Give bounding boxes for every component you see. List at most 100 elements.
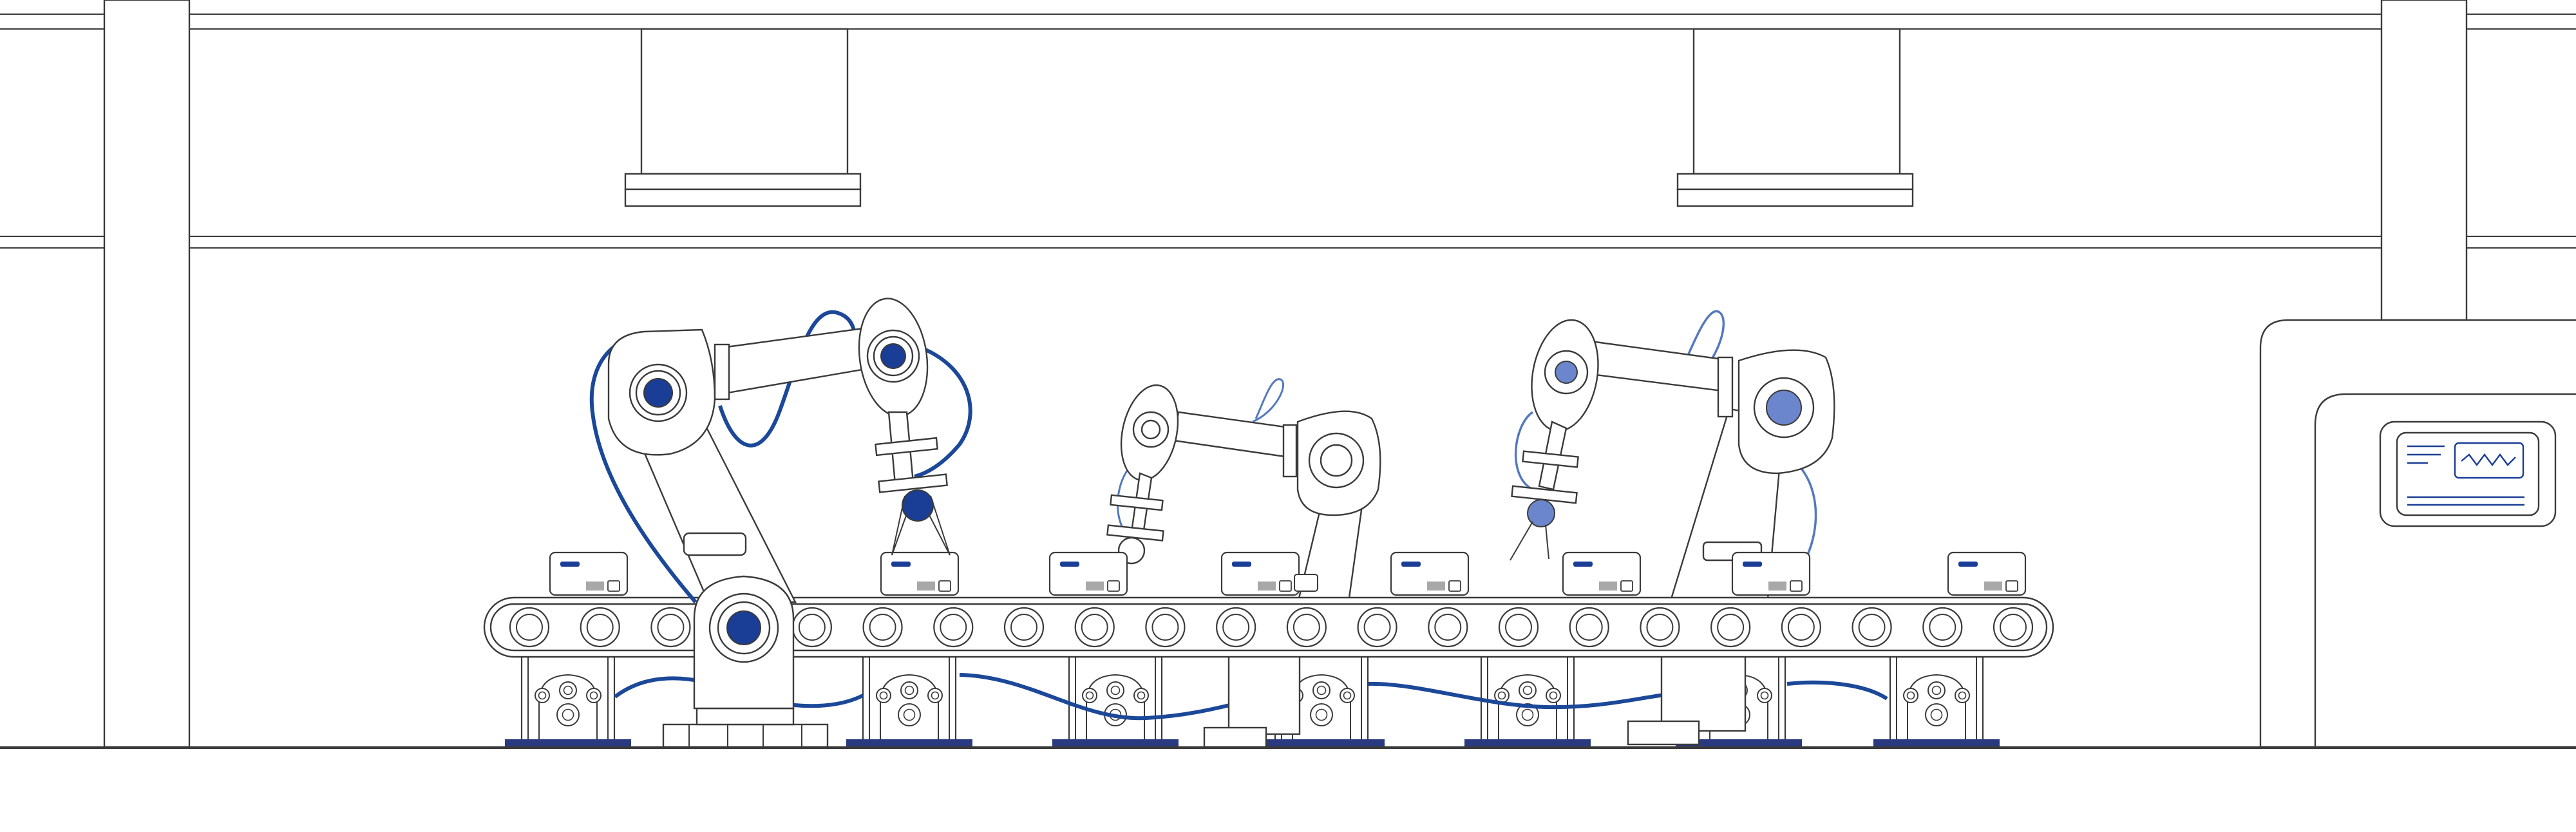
conveyor-roller (650, 607, 691, 648)
parcel-sticker (607, 580, 620, 592)
roller-inner (516, 614, 543, 641)
roller-inner (1646, 614, 1674, 641)
building-structure (0, 0, 2576, 748)
gear-hub (1760, 691, 1769, 700)
parcel-barcode (1984, 581, 2002, 591)
robot-arm-1 (589, 298, 972, 748)
roller-inner (1575, 614, 1603, 641)
support-foot (1464, 739, 1591, 747)
conveyor-roller (933, 607, 974, 648)
roller-inner (869, 614, 896, 641)
conveyor-roller (1640, 607, 1680, 648)
parcel-sticker (938, 580, 951, 592)
roller-inner (1293, 614, 1320, 641)
conveyor-roller (1216, 607, 1256, 648)
roller-inner (1434, 614, 1462, 641)
machine-cabinet (2259, 319, 2576, 748)
parcel-body (1294, 574, 1318, 592)
conveyor-roller (1569, 607, 1609, 648)
gear-hub (1315, 708, 1328, 721)
parcel-box (880, 551, 960, 596)
support-foot (1258, 739, 1385, 747)
parcel-label (1958, 562, 1978, 567)
gear-hub (1906, 691, 1915, 700)
gear-hub (538, 691, 547, 700)
gear-hub (1549, 691, 1558, 700)
parcel-label (1573, 562, 1593, 567)
conveyor-roller (791, 607, 832, 648)
conveyor-support (505, 656, 631, 747)
parcels (549, 551, 2027, 596)
roller-inner (798, 614, 826, 641)
conveyor-roller (1357, 607, 1397, 648)
roller-inner (586, 614, 614, 641)
parcel-barcode (917, 581, 935, 591)
parcel-sticker (1279, 580, 1292, 592)
parcel-barcode (1768, 581, 1786, 591)
conveyor-roller (1498, 607, 1539, 648)
conveyor-belt (483, 596, 2054, 658)
conveyor-roller (1003, 607, 1045, 648)
gear-hub (1110, 685, 1121, 695)
gear-hub (1958, 691, 1967, 700)
conveyor-roller (1286, 607, 1327, 648)
parcel-sticker (1790, 580, 1803, 592)
conveyor-roller (1781, 607, 1821, 648)
parcel-label (1743, 562, 1762, 567)
right-pillar (2380, 0, 2468, 321)
gear-hub (1521, 708, 1534, 721)
parcel-box (1220, 551, 1300, 596)
parcel-box (1947, 551, 2027, 596)
roller-inner (1222, 614, 1250, 641)
parcel-box (1731, 551, 1811, 596)
parcel-sticker (2005, 580, 2018, 592)
parcel-sticker (1620, 580, 1633, 592)
under-conveyor-cables (614, 673, 1888, 721)
roller-inner (1505, 614, 1532, 641)
support-foot (1052, 739, 1179, 747)
roller-inner (1787, 614, 1815, 641)
robot-arm-3 (1510, 310, 1835, 746)
parcel-label (891, 562, 911, 567)
conveyor-rollers (509, 607, 2034, 648)
parcel-box (549, 551, 629, 596)
gear-hub (562, 708, 574, 721)
roller-inner (1363, 614, 1391, 641)
conveyor-roller (1428, 607, 1468, 648)
gear-hub (1930, 708, 1943, 721)
roller-inner (940, 614, 967, 641)
ceiling-lamp-left (624, 28, 862, 207)
parcel-label (1232, 562, 1251, 567)
roller-inner (1151, 614, 1179, 641)
parcel-barcode (1427, 581, 1445, 591)
conveyor-roller (1993, 607, 2034, 648)
roller-inner (1010, 614, 1037, 641)
parcel-barcode (1258, 581, 1276, 591)
roller-inner (1081, 614, 1108, 641)
gear-hub (1522, 685, 1533, 695)
roller-inner (657, 614, 685, 641)
conveyor-roller (1074, 607, 1115, 648)
conveyor-support (1873, 656, 2000, 747)
conveyor-roller (1710, 607, 1751, 648)
conveyor-roller (580, 607, 620, 648)
roller-inner (1929, 614, 1956, 641)
roller-inner (2000, 614, 2027, 641)
parcel-barcode (586, 581, 604, 591)
parcel-box (1390, 551, 1470, 596)
conveyor-support (846, 656, 972, 747)
conveyor-roller (1145, 607, 1186, 648)
parcel-label (1060, 562, 1079, 567)
support-foot (1873, 739, 2000, 747)
gear-hub (879, 691, 888, 700)
gear-hub (1497, 691, 1506, 700)
roller-inner (1717, 614, 1745, 641)
gear-hub (589, 691, 598, 700)
gear-hub (563, 685, 573, 695)
parcel-label (560, 562, 580, 567)
conveyor-roller (1922, 607, 1963, 648)
gear-hub (1343, 691, 1352, 700)
gear-hub (1137, 691, 1146, 700)
parcel-sticker (1448, 580, 1461, 592)
